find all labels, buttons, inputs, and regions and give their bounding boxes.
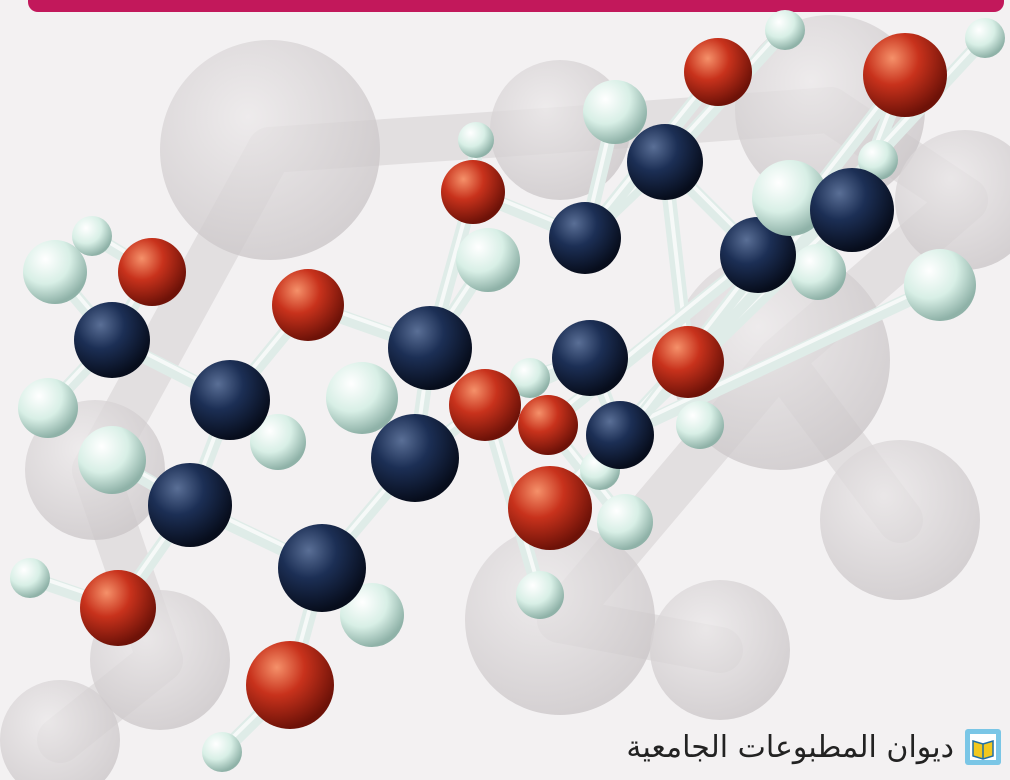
top-banner-strip [28,0,1004,12]
hydrogen-atom [904,249,976,321]
hydrogen-atom [676,401,724,449]
oxygen-atom [652,326,724,398]
hydrogen-atom [516,571,564,619]
carbon-atom [74,302,150,378]
hydrogen-atom [510,358,550,398]
oxygen-atom [246,641,334,729]
ghost-atom [0,680,120,780]
hydrogen-atom [326,362,398,434]
ghost-atom [160,40,380,260]
carbon-atom [371,414,459,502]
hydrogen-atom [340,583,404,647]
oxygen-atom [508,466,592,550]
carbon-atom [552,320,628,396]
oxygen-atom [272,269,344,341]
hydrogen-atom [583,80,647,144]
hydrogen-atom [752,160,828,236]
hydrogen-atom [765,10,805,50]
hydrogen-atom [250,414,306,470]
bond-highlight [618,279,942,433]
hydrogen-atom [456,228,520,292]
oxygen-atom [441,160,505,224]
ghost-atom [820,440,980,600]
bond-C9-O10 [541,248,765,432]
ghost-atom [465,525,655,715]
ghost-atom [895,130,1010,270]
hydrogen-atom [10,558,50,598]
oxygen-atom [118,238,186,306]
hydrogen-atom [78,426,146,494]
publisher-brand: ديوان المطبوعات الجامعية [626,728,1002,766]
oxygen-atom [518,395,578,455]
carbon-atom [278,524,366,612]
publisher-name: ديوان المطبوعات الجامعية [626,729,954,765]
hydrogen-atom [458,122,494,158]
carbon-atom [720,217,796,293]
molecule-atoms [10,10,1005,772]
hydrogen-atom [790,244,846,300]
hydrogen-atom [965,18,1005,58]
hydrogen-atom [202,732,242,772]
oxygen-atom [684,38,752,106]
carbon-atom [190,360,270,440]
carbon-atom [148,463,232,547]
ghost-atom [650,580,790,720]
oxygen-atom [449,369,521,441]
oxygen-atom [80,570,156,646]
carbon-atom [549,202,621,274]
hydrogen-atom [18,378,78,438]
carbon-atom [627,124,703,200]
oxygen-atom [863,33,947,117]
carbon-atom [810,168,894,252]
hydrogen-atom [72,216,112,256]
open-book-logo-icon [965,729,1001,765]
bond-C12-H21 [613,278,947,442]
carbon-atom [388,306,472,390]
carbon-atom [586,401,654,469]
hydrogen-atom [597,494,653,550]
hydrogen-atom [858,140,898,180]
hydrogen-atom [23,240,87,304]
